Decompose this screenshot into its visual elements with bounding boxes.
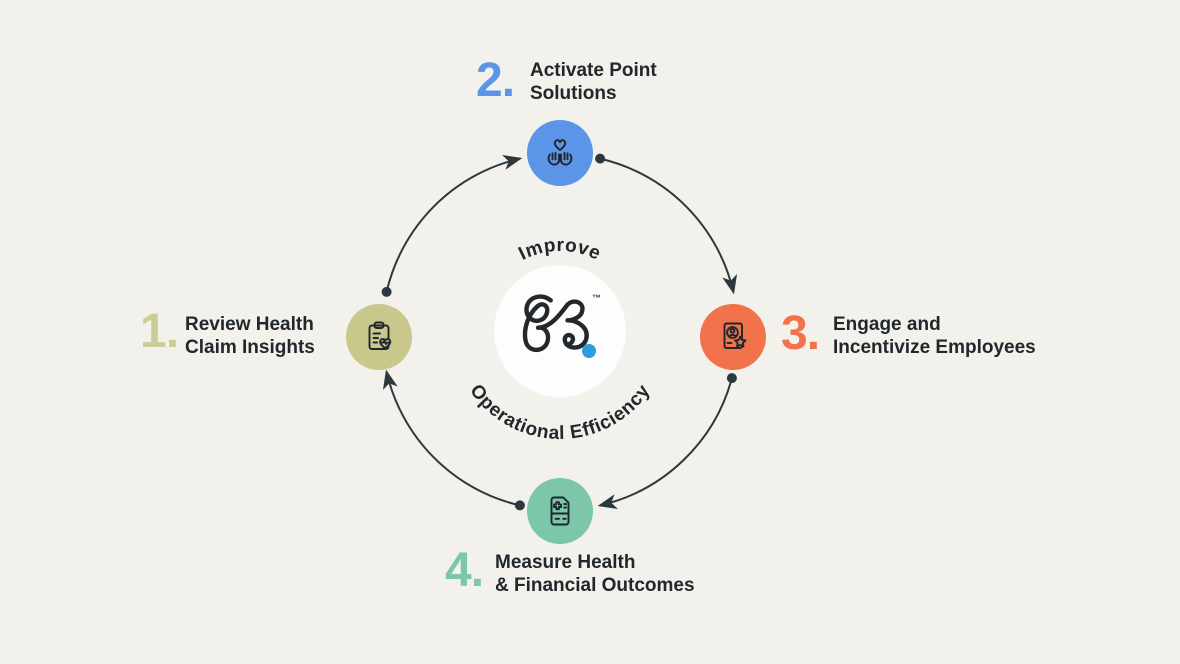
step-4-label-line1: Measure Health [495,552,636,573]
arc-step4-to-step1 [382,369,521,507]
step-2-label-line1: Activate Point [530,60,657,81]
step-3-number: 3. [781,307,820,360]
improve-arc-text: Improve [515,235,604,265]
step-2-number: 2. [476,54,515,107]
arc-dot [726,373,737,384]
step-2-label-line2: Solutions [530,83,617,104]
id-badge-star-icon [723,322,747,349]
arc-dot [381,286,392,297]
logo-blue-dot [582,344,596,358]
step-3-label-line1: Engage and [833,314,941,335]
step-1-label: Review Health Claim Insights [185,313,315,359]
step-4-label: Measure Health & Financial Outcomes [495,551,695,597]
cycle-arrows [382,154,738,510]
step-3-label: Engage and Incentivize Employees [833,313,1036,359]
brand-scribble-b-logo [522,294,589,353]
arc-step1-to-step2 [385,154,523,293]
clipboard-heart-icon [368,321,392,350]
step-4-number: 4. [445,544,484,597]
step-3-label-line2: Incentivize Employees [833,337,1036,358]
trademark-symbol: ™ [592,293,601,303]
center-circle [494,265,626,397]
arc-dot [514,500,525,511]
step-1-node [346,304,412,370]
arc-start-dots [381,153,737,511]
arc-step2-to-step3 [599,157,738,295]
step-4-label-line2: & Financial Outcomes [495,575,695,596]
step-2-node [527,120,593,186]
medical-bill-icon [550,496,570,526]
step-2-label: Activate Point Solutions [530,59,657,105]
step-1-label-line2: Claim Insights [185,337,315,358]
arc-step3-to-step4 [597,377,733,510]
step-1-number: 1. [140,305,179,358]
step-4-node [527,478,593,544]
hands-heart-icon [547,139,573,166]
arc-dot [595,153,606,164]
step-1-label-line1: Review Health [185,314,314,335]
